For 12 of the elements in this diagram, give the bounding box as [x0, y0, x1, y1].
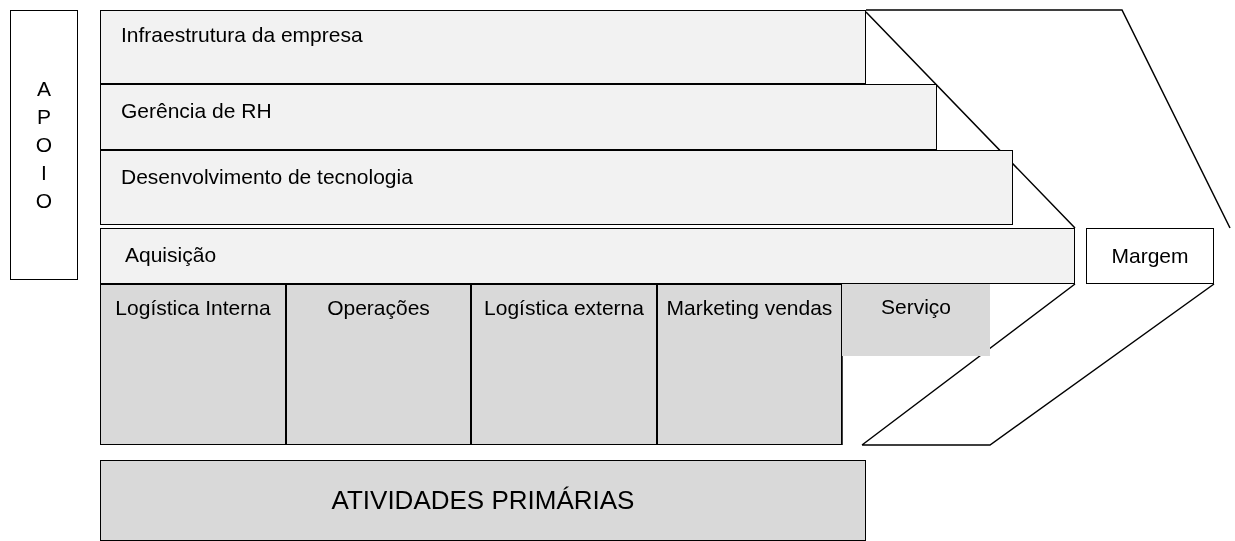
support-label-box: APOIO — [10, 10, 78, 280]
activity-column: Logística Interna — [100, 284, 286, 445]
activity-column: Marketing vendas — [657, 284, 842, 445]
activity-bar: Desenvolvimento de tecnologia — [100, 150, 1013, 225]
activity-column: Logística externa — [471, 284, 657, 445]
primary-activities-bar: ATIVIDADES PRIMÁRIAS — [100, 460, 866, 541]
activity-bar: Gerência de RH — [100, 84, 937, 150]
activity-column: Serviço — [842, 284, 990, 356]
activity-bar: Aquisição — [100, 228, 1075, 284]
margin-box: Margem — [1086, 228, 1214, 284]
activity-bar: Infraestrutura da empresa — [100, 10, 866, 84]
activity-column: Operações — [286, 284, 471, 445]
